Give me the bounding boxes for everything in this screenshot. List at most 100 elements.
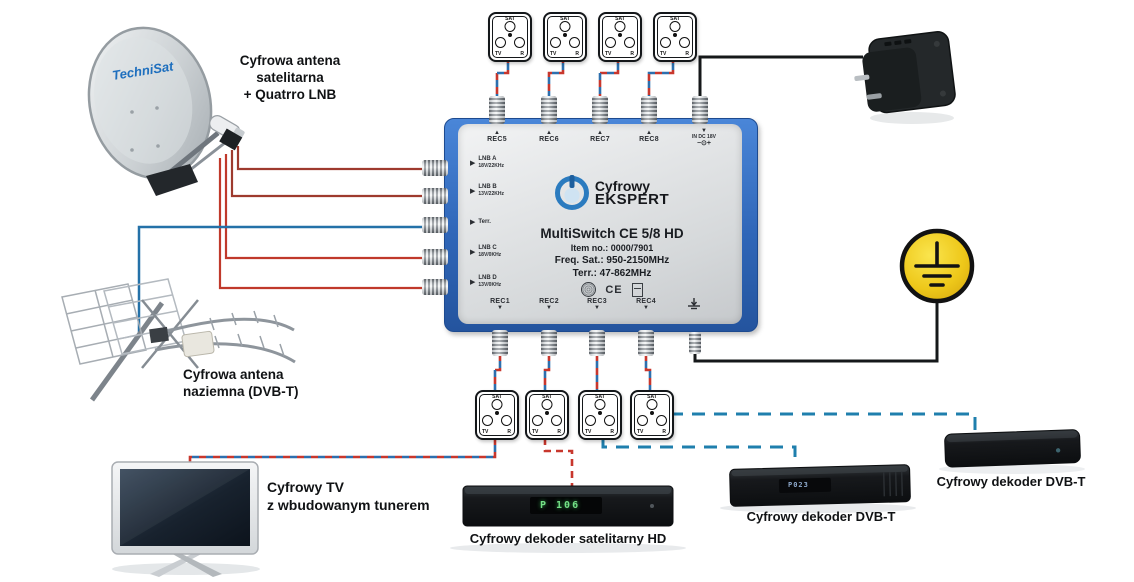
wire-power — [698, 55, 863, 96]
model-name: MultiSwitch CE 5/8 HD — [540, 226, 684, 241]
dvbt-decoder-mid-graphic — [720, 464, 916, 513]
port-rec4-connector — [638, 330, 654, 356]
ce-mark: CE — [605, 283, 623, 296]
port-rec8-connector — [641, 96, 657, 124]
freq-sat: Freq. Sat.: 950-2150MHz — [554, 255, 670, 266]
rec-top-cables — [495, 56, 675, 102]
port-label-rec5: ▲REC5 — [477, 130, 517, 143]
tv-graphic — [111, 461, 260, 577]
outlet-tv-port — [585, 415, 596, 426]
terrestrial-antenna — [61, 278, 296, 402]
arrow-down-icon: ▼ — [497, 305, 503, 311]
rohs-icon — [581, 282, 597, 297]
port-rec6-connector — [541, 96, 557, 124]
port-lnb-d-connector — [422, 279, 448, 295]
outlet-sat-port — [594, 399, 606, 410]
port-power-connector — [692, 96, 708, 124]
cert-marks: CE — [512, 282, 712, 297]
dish-label: Cyfrowa antena satelitarna+ Quatrro LNB — [239, 53, 341, 102]
outlet-tv-port — [495, 37, 506, 48]
outlet-r-port — [514, 37, 525, 48]
outlet-sat-port — [541, 399, 553, 410]
rec-bottom-cables — [493, 354, 652, 392]
input-label-terr: ▶Terr. — [470, 218, 491, 227]
outlet-sat-port — [491, 399, 503, 410]
port-label-rec2: REC2▼ — [529, 298, 569, 311]
outlet-tv-port — [637, 415, 648, 426]
outlet-tv-port — [660, 37, 671, 48]
item-number: Item no.: 0000/7901 — [570, 243, 654, 253]
outlet-r-port — [624, 37, 635, 48]
arrow-down-icon: ▼ — [594, 305, 600, 311]
sat-decoder-label: Cyfrowy dekoder satelitarny HD — [469, 531, 667, 546]
wire-lnb-d — [218, 158, 432, 290]
port-lnb-b-connector — [422, 188, 448, 204]
arrow-right-icon: ▶ — [470, 187, 476, 195]
wire-terrestrial — [137, 225, 432, 334]
port-rec5-connector — [489, 96, 505, 124]
arrow-up-icon: ▲ — [494, 130, 500, 136]
wire-sat-decoder — [543, 438, 574, 486]
ground-symbol — [899, 228, 975, 304]
arrow-right-icon: ▶ — [470, 278, 476, 286]
port-label-rec6: ▲REC6 — [529, 130, 569, 143]
port-label-rec1: REC1▼ — [480, 298, 520, 311]
multiswitch-panel — [458, 124, 742, 324]
weee-bin-icon — [631, 282, 643, 297]
port-label-rec7: ▲REC7 — [580, 130, 620, 143]
outlet-r-port — [604, 415, 615, 426]
outlet-sat-port — [646, 399, 658, 410]
port-lnb-a-connector — [422, 160, 448, 176]
satellite-dish: TechniSat — [87, 26, 245, 196]
wire-dvbt-mid — [601, 438, 797, 463]
outlet-tv-port — [605, 37, 616, 48]
sat-decoder-display: P 106 — [540, 500, 581, 511]
wire-lnb-b — [230, 150, 432, 198]
dvbt-decoder-right-graphic — [939, 429, 1085, 474]
port-rec2-connector — [541, 330, 557, 356]
outlet-r-port — [679, 37, 690, 48]
arrow-down-icon: ▼ — [701, 128, 707, 134]
outlet-r-port — [551, 415, 562, 426]
wire-lnb-a — [236, 146, 432, 171]
ground-terminal-icon — [688, 298, 700, 310]
port-label-rec8: ▲REC8 — [629, 130, 669, 143]
arrow-right-icon: ▶ — [470, 248, 476, 256]
outlet-sat-port — [614, 21, 626, 32]
arrow-right-icon: ▶ — [470, 219, 476, 226]
port-ground-connector — [689, 332, 701, 354]
dvbt-decoder-mid-label: Cyfrowy dekoder DVB-T — [746, 509, 896, 524]
sat-decoder-graphic — [450, 485, 686, 553]
dvbt-decoder-mid-display: P023 — [788, 481, 809, 489]
power-adapter — [854, 31, 956, 124]
outlet-sat-port — [669, 21, 681, 32]
arrow-down-icon: ▼ — [546, 305, 552, 311]
outlet-r-port — [656, 415, 667, 426]
arrow-up-icon: ▲ — [646, 130, 652, 136]
outlet-r-port — [569, 37, 580, 48]
arrow-down-icon: ▼ — [643, 305, 649, 311]
arrow-right-icon: ▶ — [470, 159, 476, 167]
port-rec3-connector — [589, 330, 605, 356]
multiswitch: ▲REC5 ▲REC6 ▲REC7 ▲REC8 ▼ IN DC 18V −⊙+ … — [422, 92, 760, 360]
arrow-up-icon: ▲ — [597, 130, 603, 136]
port-lnb-c-connector — [422, 249, 448, 265]
wire-dvbt-right — [670, 412, 977, 432]
wire-lnb-c — [224, 154, 432, 260]
outlet-sat-port — [559, 21, 571, 32]
polarity-symbol: −⊙+ — [696, 140, 712, 147]
outlet-sat-port — [504, 21, 516, 32]
